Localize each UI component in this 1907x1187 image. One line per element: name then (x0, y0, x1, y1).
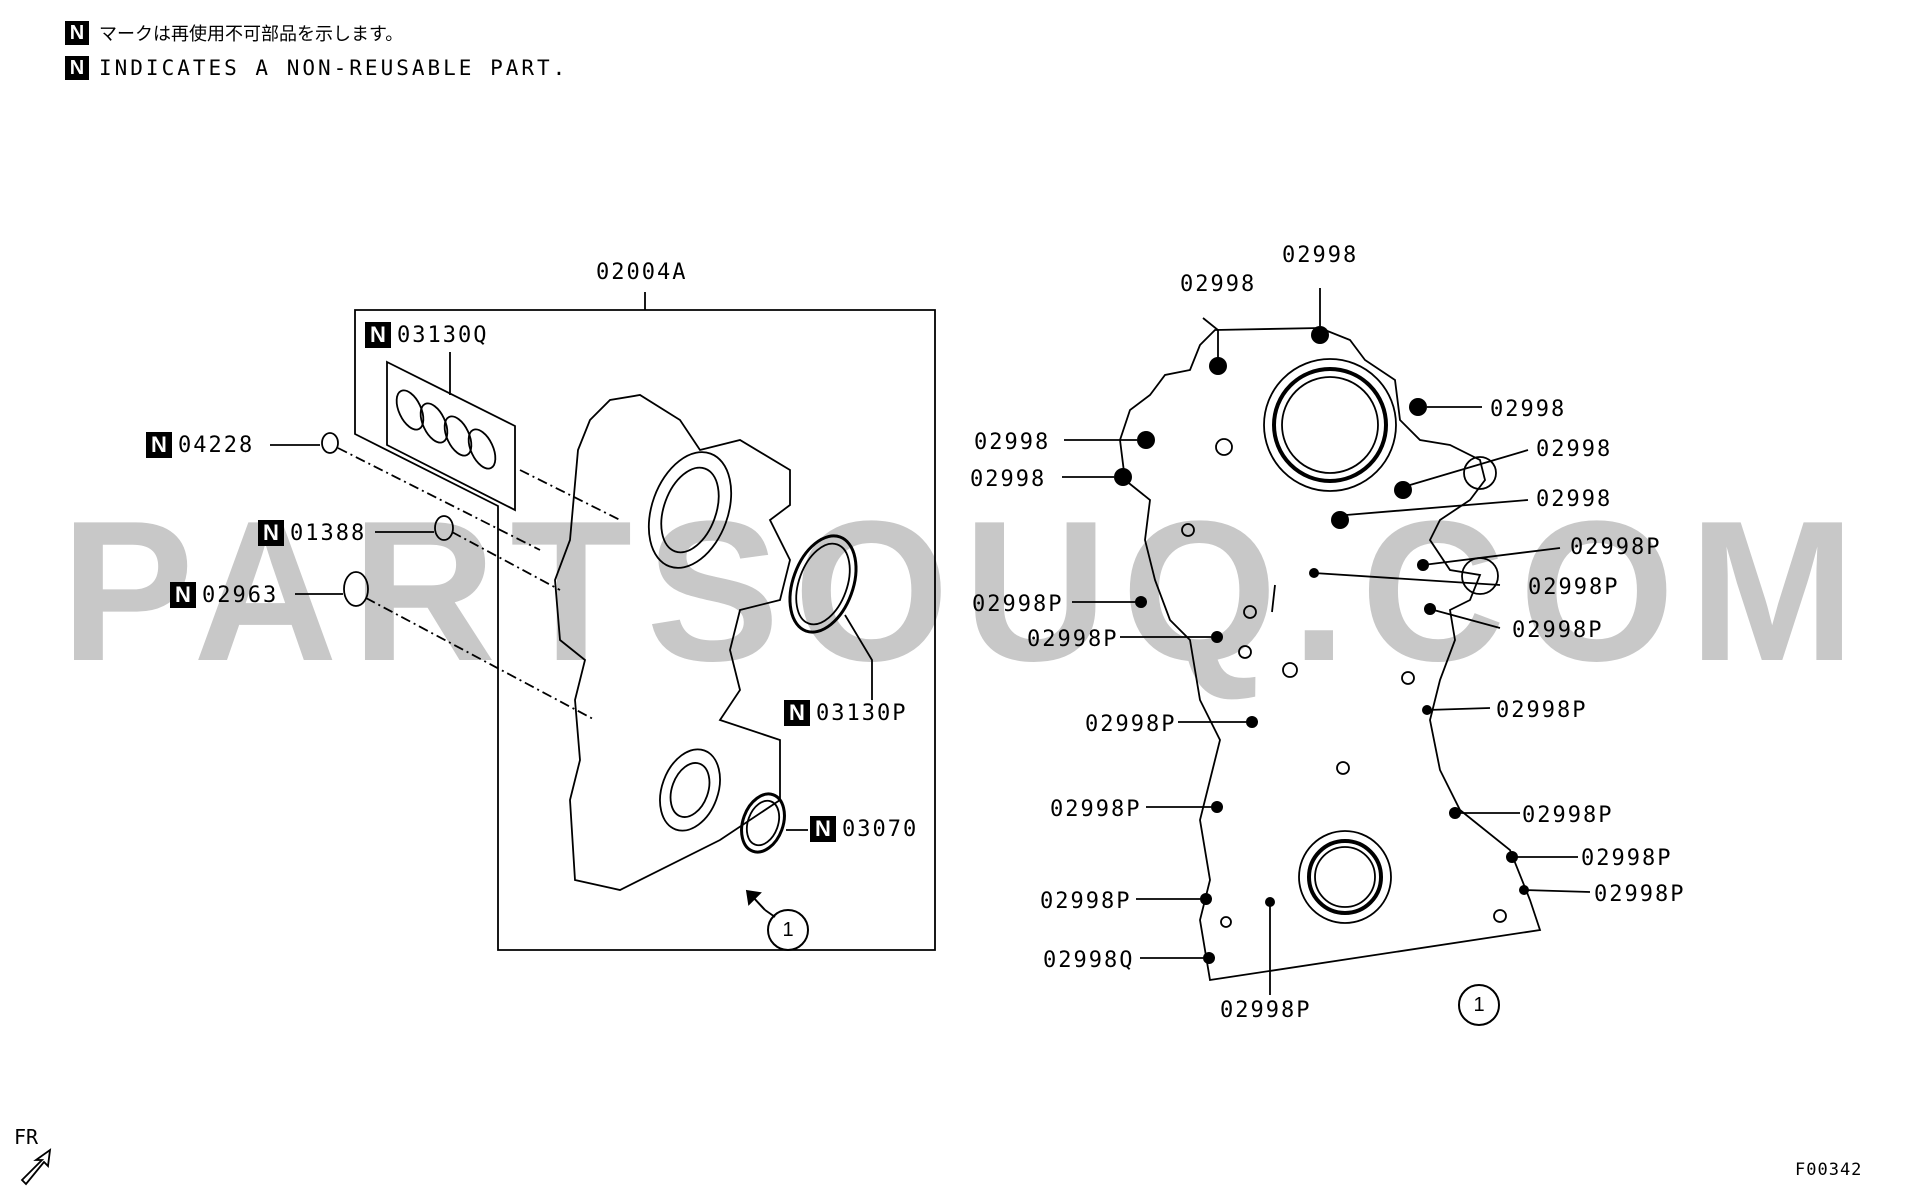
non-reusable-note-en: N INDICATES A NON-REUSABLE PART. (65, 56, 568, 80)
seal-03070-label[interactable]: N 03070 (810, 816, 918, 842)
bolt-label[interactable]: 02998P (1570, 535, 1662, 560)
bolt-label[interactable]: 02998P (1085, 712, 1177, 737)
bolt-label[interactable]: 02998 (1536, 437, 1613, 462)
note-jp-text: マークは再使用不可部品を示します。 (99, 24, 404, 45)
non-reusable-mark-icon: N (65, 21, 89, 45)
bolt-label[interactable]: 02998P (1594, 882, 1686, 907)
part-number: 01388 (290, 520, 367, 546)
oring-04228-label[interactable]: N 04228 (146, 432, 254, 458)
non-reusable-mark-icon: N (65, 56, 89, 80)
part-number: 03070 (842, 816, 919, 842)
bolt-label[interactable]: 02998 (1490, 397, 1567, 422)
bolt-label[interactable]: 02998 (1180, 272, 1257, 297)
oring-01388-label[interactable]: N 01388 (258, 520, 366, 546)
non-reusable-note-jp: N マークは再使用不可部品を示します。 (65, 20, 403, 46)
assembly-part-number[interactable]: 02004A (596, 260, 688, 285)
bolt-label[interactable]: 02998P (1528, 575, 1620, 600)
part-number: 04228 (178, 432, 255, 458)
note-en-text: INDICATES A NON-REUSABLE PART. (99, 56, 569, 80)
non-reusable-mark-icon: N (365, 322, 391, 348)
bolt-label[interactable]: 02998P (1522, 803, 1614, 828)
part-number: 03130Q (397, 322, 489, 348)
part-number: 02963 (202, 582, 279, 608)
reference-mark-left[interactable]: 1 (767, 909, 809, 951)
bolt-label[interactable]: 02998 (1282, 243, 1359, 268)
bolt-label[interactable]: 02998P (1027, 627, 1119, 652)
non-reusable-mark-icon: N (170, 582, 196, 608)
non-reusable-mark-icon: N (784, 700, 810, 726)
bolt-label[interactable]: 02998P (1581, 846, 1673, 871)
oring-02963-label[interactable]: N 02963 (170, 582, 278, 608)
part-number: 03130P (816, 700, 908, 726)
bolt-label[interactable]: 02998P (1050, 797, 1142, 822)
bolt-label[interactable]: 02998 (970, 467, 1047, 492)
seal-03130p-label[interactable]: N 03130P (784, 700, 907, 726)
bolt-label[interactable]: 02998Q (1043, 948, 1135, 973)
non-reusable-mark-icon: N (810, 816, 836, 842)
bolt-label[interactable]: 02998 (1536, 487, 1613, 512)
bolt-label[interactable]: 02998P (1512, 618, 1604, 643)
front-direction-label: FR (14, 1125, 39, 1149)
gasket-set-label[interactable]: N 03130Q (365, 322, 488, 348)
figure-code: F00342 (1795, 1160, 1863, 1180)
bolt-label[interactable]: 02998P (1220, 998, 1312, 1023)
bolt-label[interactable]: 02998 (974, 430, 1051, 455)
bolt-label[interactable]: 02998P (972, 592, 1064, 617)
reference-mark-right[interactable]: 1 (1458, 984, 1500, 1026)
non-reusable-mark-icon: N (146, 432, 172, 458)
bolt-label[interactable]: 02998P (1496, 698, 1588, 723)
non-reusable-mark-icon: N (258, 520, 284, 546)
bolt-label[interactable]: 02998P (1040, 889, 1132, 914)
watermark: PARTSOUQ.COM (60, 480, 1870, 703)
